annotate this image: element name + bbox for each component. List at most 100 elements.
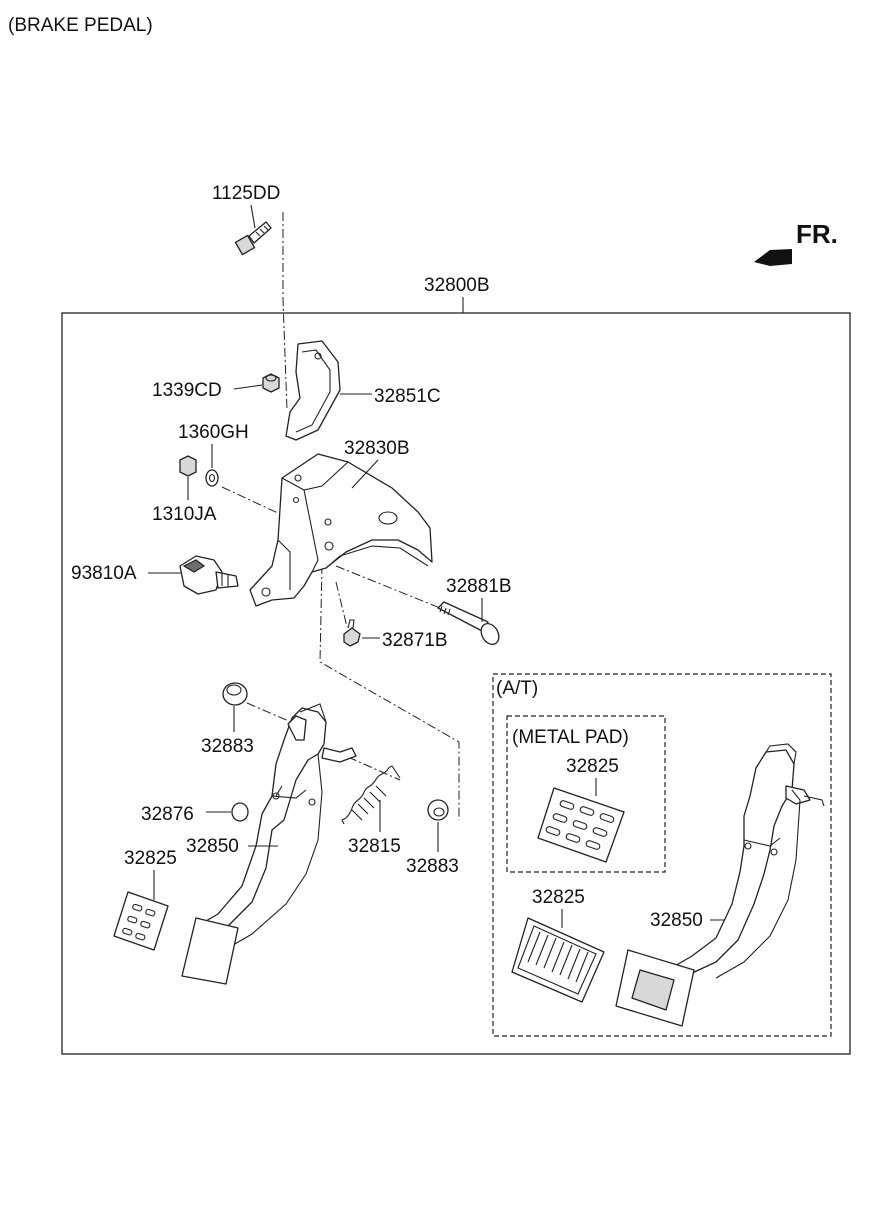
- connector-icon: [182, 559, 206, 573]
- label-32851C: 32851C: [374, 386, 441, 407]
- spring-coil-icon: [345, 765, 401, 819]
- nut-hole-icon: [265, 374, 277, 382]
- bracket-fold-icon: [281, 461, 349, 491]
- label-1125DD: 1125DD: [212, 183, 280, 204]
- front-label: FR.: [796, 219, 838, 249]
- pin-shaft-icon: [437, 601, 489, 633]
- bracket-hole-icon: [324, 518, 332, 526]
- at-box-label: (A/T): [496, 678, 538, 699]
- bracket-fold3-icon: [277, 539, 291, 590]
- label-32825-metal: 32825: [566, 756, 619, 777]
- pedal-rib2-icon: [275, 785, 283, 797]
- at-pedal-hole-icon: [770, 848, 778, 856]
- bracket-fold2-icon: [303, 489, 319, 573]
- bushing-hole-icon: [226, 684, 242, 696]
- pedal-top-icon: [299, 703, 327, 723]
- bushing-icon: [427, 799, 449, 821]
- pedal-32850-at: [615, 743, 825, 1027]
- upper-bracket-icon: [285, 340, 341, 441]
- pad-slot-icon: [579, 806, 595, 816]
- pad-slot-icon: [552, 813, 568, 823]
- bracket-hole-icon: [378, 511, 398, 525]
- label-93810A: 93810A: [71, 563, 137, 584]
- bolt-shank-icon: [248, 221, 272, 244]
- pivot-hole-icon: [324, 541, 334, 551]
- pad-32825-left: [113, 891, 169, 951]
- at-pad-ribs-icon: [527, 931, 589, 983]
- switch-plunger-icon: [215, 571, 239, 589]
- bracket-rim-icon: [325, 545, 429, 569]
- stopper-32876-icon: [231, 802, 249, 822]
- spring-hook-icon: [341, 817, 347, 825]
- metal-pad-box: [506, 715, 666, 873]
- bracket-edge-icon: [295, 349, 331, 433]
- washer-hole-icon: [208, 473, 216, 483]
- diagram-title: (BRAKE PEDAL): [8, 15, 153, 36]
- pad-slot-icon: [565, 833, 581, 843]
- pedal-hole-icon: [308, 798, 316, 806]
- label-32825-at: 32825: [532, 887, 585, 908]
- bracket-hole-icon: [292, 496, 300, 504]
- pad-32825-at: [511, 917, 605, 1003]
- pedal-clip-icon: [321, 747, 357, 763]
- pedal-boss-icon: [287, 715, 307, 741]
- nut-alignment-line: [221, 486, 281, 515]
- at-box: [492, 673, 832, 1037]
- pad-slot-icon: [599, 813, 615, 823]
- main-bracket-icon: [249, 453, 433, 607]
- pad-slot-icon: [127, 915, 138, 924]
- bolt-head-icon: [234, 234, 256, 256]
- pedal-edge-icon: [227, 753, 323, 949]
- plunger-thread-icon: [221, 574, 229, 587]
- at-pedal-boss-icon: [785, 785, 811, 805]
- label-32876: 32876: [141, 804, 194, 825]
- pedal-foot-icon: [181, 917, 239, 985]
- label-32850-at: 32850: [650, 910, 703, 931]
- label-32883-right: 32883: [406, 856, 459, 877]
- at-pad-rim-icon: [517, 925, 597, 995]
- thread-icon: [255, 225, 269, 237]
- pedal-pad-icon: [113, 891, 169, 951]
- bolt-head-icon: [343, 627, 361, 647]
- nut-1310JA-icon: [179, 455, 197, 477]
- bushing-icon: [222, 682, 248, 706]
- metal-pad-icon: [537, 787, 625, 863]
- bolt-1125DD: [234, 221, 272, 256]
- metal-pad-label: (METAL PAD): [512, 727, 629, 748]
- front-arrow-icon: [754, 249, 792, 266]
- bushing-hole-icon: [433, 807, 445, 817]
- pin-head-icon: [480, 623, 500, 645]
- bushing-32883-left: [222, 682, 248, 706]
- assembly-label: 32800B: [424, 275, 490, 296]
- pivot-alignment-line: [319, 564, 460, 820]
- pad-slot-icon: [132, 903, 143, 912]
- pad-slot-icon: [135, 932, 146, 941]
- pad-slot-icon: [140, 920, 151, 929]
- spring-alignment-line: [347, 756, 401, 781]
- leader-1125DD: [250, 204, 256, 229]
- bracket-32851C: [285, 340, 341, 441]
- assembly-frame: [61, 312, 851, 1055]
- label-32825-left: 32825: [124, 848, 177, 869]
- at-pad-icon: [511, 917, 605, 1003]
- pad-slot-icon: [545, 826, 561, 836]
- bracket-hole-icon: [294, 474, 302, 482]
- pad-slot-icon: [145, 908, 156, 917]
- spring-32815: [341, 765, 401, 825]
- bolt-stem-icon: [347, 619, 355, 629]
- leader-1339CD: [233, 384, 263, 390]
- label-32871B: 32871B: [382, 630, 448, 651]
- bushing-32883-right: [427, 799, 449, 821]
- bracket-hole-icon: [314, 352, 322, 360]
- pedal-arm-icon: [193, 707, 327, 941]
- bolt-32871B: [343, 619, 361, 647]
- at-pedal-pad-icon: [631, 969, 675, 1011]
- leader-32830B: [351, 459, 379, 489]
- at-pedal-rib-icon: [743, 837, 781, 847]
- pin-alignment-line: [335, 565, 446, 611]
- label-1310JA: 1310JA: [152, 504, 217, 525]
- pedal-rib-icon: [271, 789, 307, 799]
- pad-slot-icon: [559, 800, 575, 810]
